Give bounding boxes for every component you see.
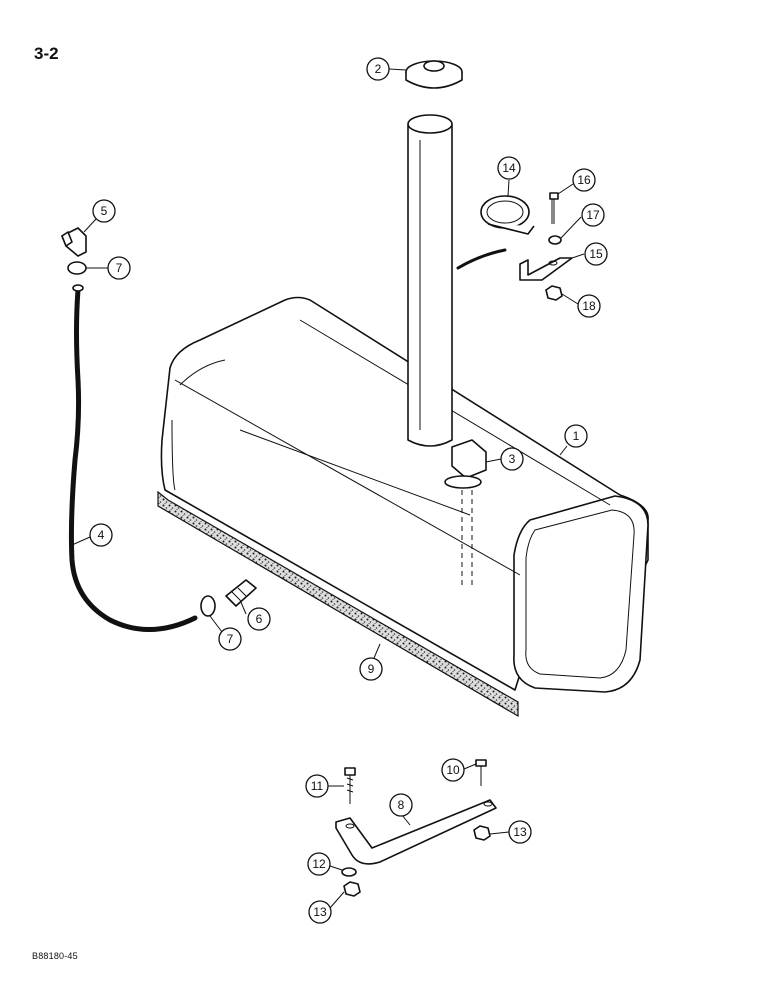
hose-clamp-lower: [200, 595, 216, 617]
callout-15-label: 15: [589, 247, 603, 261]
callout-6-label: 6: [256, 612, 263, 626]
elbow-fitting: [444, 439, 487, 585]
bolt-10: [475, 759, 487, 786]
callout-1: 1: [564, 424, 588, 448]
callout-10-label: 10: [446, 763, 460, 777]
figure-code: B88180-45: [32, 951, 78, 961]
bracket-15: [519, 257, 573, 281]
callout-5-label: 5: [101, 204, 108, 218]
callout-14: 14: [497, 156, 521, 180]
callout-13-right-label: 13: [513, 825, 527, 839]
callout-4-label: 4: [98, 528, 105, 542]
callout-9-label: 9: [368, 662, 375, 676]
callout-8: 8: [389, 793, 413, 817]
leader-lines: [71, 68, 585, 909]
callout-3-label: 3: [509, 452, 516, 466]
hose-elbow: [61, 227, 87, 257]
callout-7-lower-label: 7: [227, 632, 234, 646]
callout-2-label: 2: [375, 62, 382, 76]
fuel-hose: [68, 284, 198, 632]
filler-cap: [405, 60, 463, 89]
filler-neck-tube: [407, 114, 507, 447]
callout-17-label: 17: [586, 208, 600, 222]
callout-11-label: 11: [311, 779, 324, 793]
hose-clamp-upper: [67, 261, 87, 275]
callout-10: 10: [441, 758, 465, 782]
bolt-16: [549, 192, 559, 224]
page-number: 3-2: [34, 44, 59, 63]
callout-18-label: 18: [582, 299, 596, 313]
callout-13-lower-label: 13: [313, 905, 327, 919]
callout-15: 15: [584, 242, 608, 266]
callout-1-label: 1: [573, 429, 580, 443]
callout-13-right: 13: [508, 820, 532, 844]
callout-13-lower: 13: [308, 900, 332, 924]
callout-16-label: 16: [577, 173, 591, 187]
callout-5: 5: [92, 199, 116, 223]
nut-18: [545, 285, 563, 301]
callout-7-upper-label: 7: [116, 261, 123, 275]
callout-9: 9: [359, 657, 383, 681]
callout-18: 18: [577, 294, 601, 318]
hose-barb-fitting: [225, 579, 257, 607]
callout-7-lower: 7: [218, 627, 242, 651]
bolt-11: [344, 767, 356, 804]
fuel-tank: [160, 296, 649, 693]
callout-3: 3: [500, 447, 524, 471]
tank-strap: [335, 799, 497, 865]
callout-2: 2: [366, 57, 390, 81]
callout-11: 11: [305, 774, 329, 798]
callout-7-upper: 7: [107, 256, 131, 280]
foam-pad: [157, 490, 519, 718]
callout-17: 17: [581, 203, 605, 227]
callout-16: 16: [572, 168, 596, 192]
lockwasher-17: [548, 235, 562, 245]
callout-12-label: 12: [312, 857, 326, 871]
callout-4: 4: [89, 523, 113, 547]
nut-13-lower: [343, 881, 361, 897]
washer-12: [341, 867, 357, 877]
callout-6: 6: [247, 607, 271, 631]
callout-14-label: 14: [502, 161, 516, 175]
tube-clamp: [480, 195, 535, 235]
callout-12: 12: [307, 852, 331, 876]
nut-13-right: [473, 825, 491, 841]
callout-8-label: 8: [398, 798, 405, 812]
